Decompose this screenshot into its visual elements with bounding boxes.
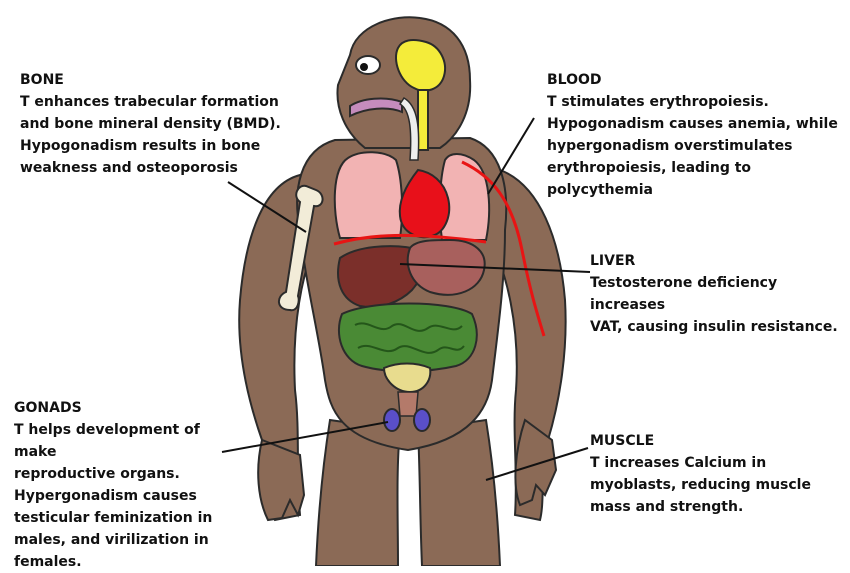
humerus-bone (278, 184, 324, 312)
brain (395, 39, 446, 92)
liver-annotation: LIVER Testosterone deficiency increases … (590, 250, 845, 338)
gonads-annotation: GONADS T helps development of make repro… (14, 397, 244, 573)
bone-annotation: BONE T enhances trabecular formation and… (20, 69, 310, 179)
intestine-coils (354, 322, 465, 354)
stomach (406, 238, 486, 296)
blood-leader (487, 117, 535, 195)
gonads-heading: GONADS (14, 400, 82, 416)
right-hand (514, 418, 558, 507)
right-testis (413, 408, 431, 432)
penis (397, 391, 419, 417)
left-hand (257, 438, 306, 522)
bladder (382, 362, 432, 394)
blood-heading: BLOOD (547, 72, 602, 88)
intestines (337, 302, 478, 373)
gonads-leader (221, 421, 389, 453)
bone-description: T enhances trabecular formation and bone… (20, 94, 281, 176)
left-lung (333, 151, 404, 239)
gonads-description: T helps development of make reproductive… (14, 422, 213, 570)
muscle-annotation: MUSCLE T increases Calcium in myoblasts,… (590, 430, 845, 518)
muscle-leader (485, 447, 589, 481)
leader-lines (221, 117, 591, 481)
diaphragm-vessel (333, 233, 487, 246)
arm-blood-vessel (461, 160, 546, 337)
muscle-heading: MUSCLE (590, 433, 655, 449)
mouth (349, 97, 403, 118)
liver (337, 245, 426, 308)
left-testis (383, 408, 401, 432)
pupil (360, 63, 368, 71)
liver-leader (399, 263, 591, 273)
blood-annotation: BLOOD T stimulates erythropoiesis. Hypog… (547, 69, 847, 201)
organs (278, 39, 546, 432)
liver-description: Testosterone deficiency increases VAT, c… (590, 275, 838, 335)
spinal-cord (417, 89, 429, 151)
head (336, 16, 472, 149)
eye (355, 55, 381, 75)
esophagus (398, 97, 420, 161)
muscle-description: T increases Calcium in myoblasts, reduci… (590, 455, 811, 515)
liver-heading: LIVER (590, 253, 636, 269)
bone-heading: BONE (20, 72, 64, 88)
left-leg (314, 418, 402, 566)
bone-leader (227, 181, 307, 233)
blood-description: T stimulates erythropoiesis. Hypogonadis… (547, 94, 838, 198)
